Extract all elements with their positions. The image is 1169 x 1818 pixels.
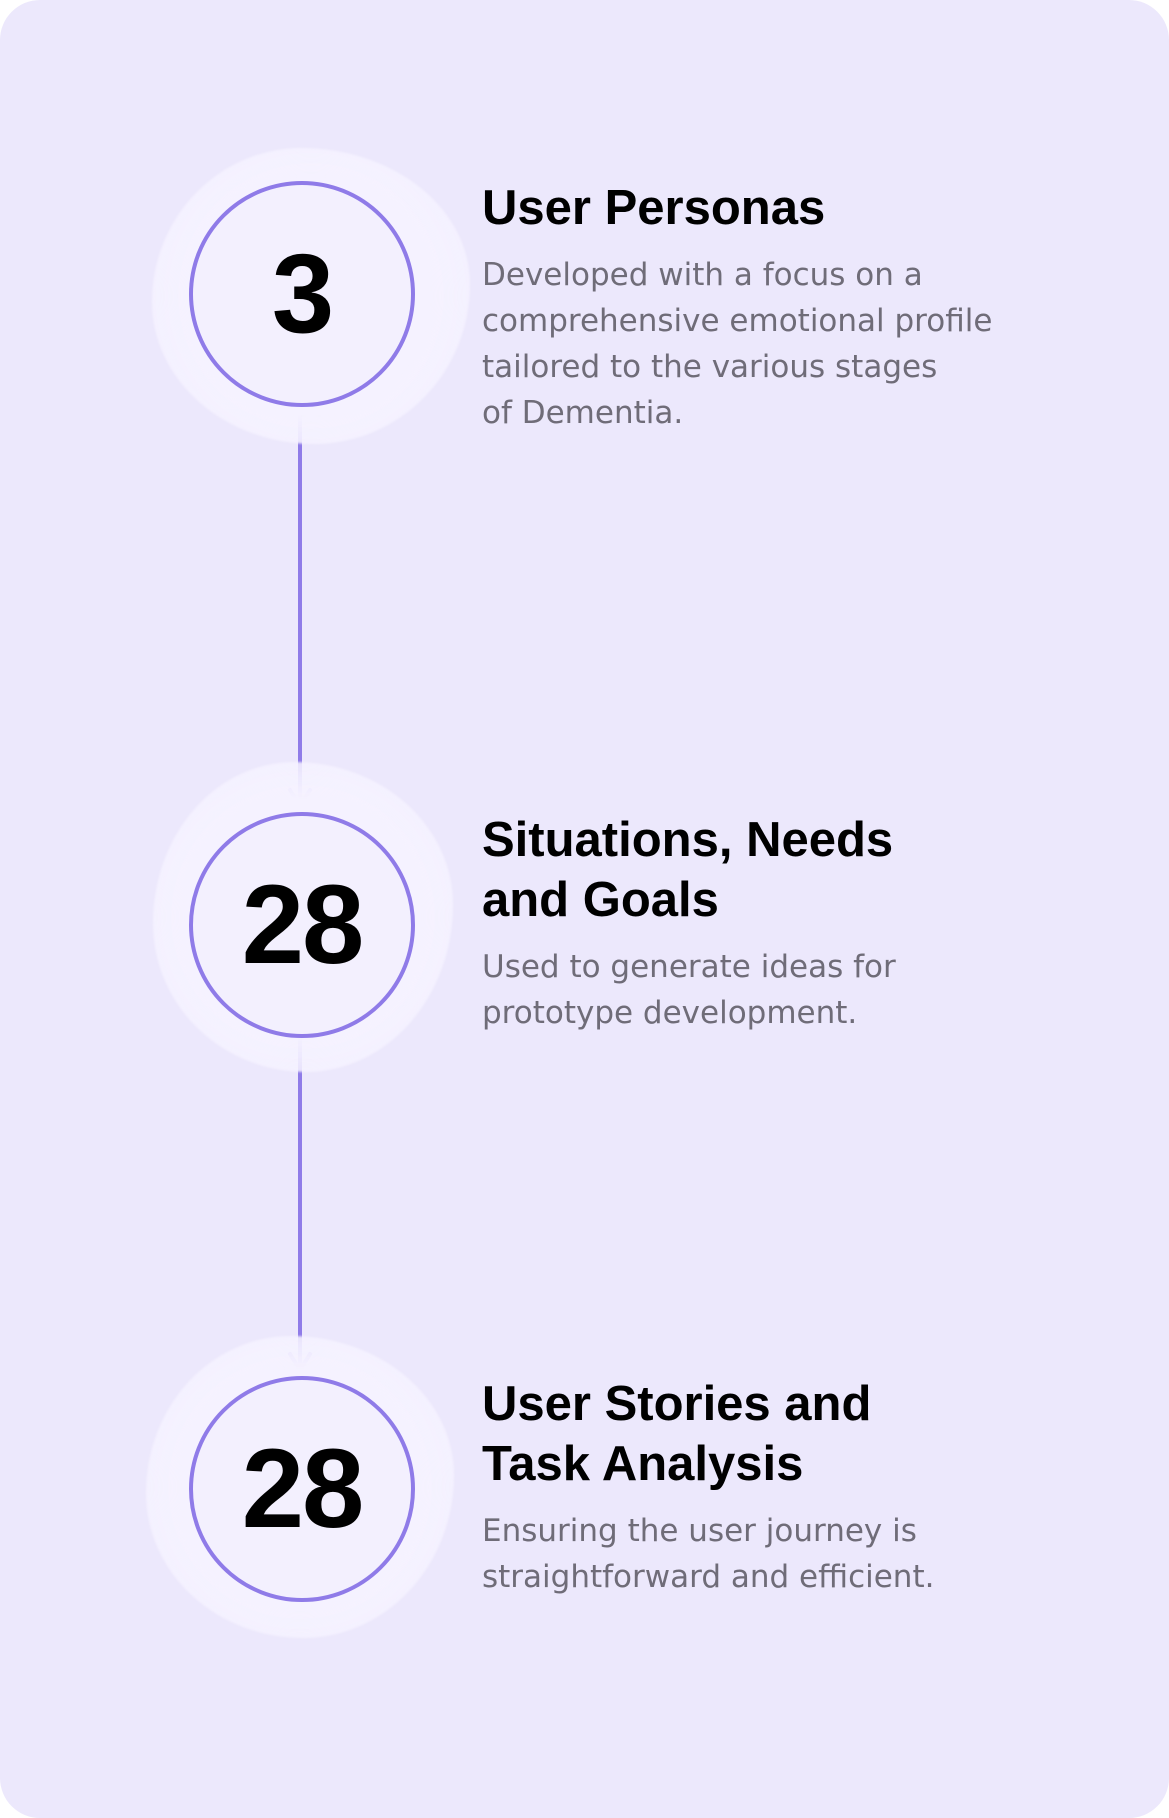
step-1-desc-line-1: Developed with a focus on a [482, 257, 923, 293]
step-3-title-line-2: Task Analysis [482, 1437, 804, 1491]
step-1-title-line-1: User Personas [482, 181, 826, 235]
step-1-description: Developed with a focus on a comprehensiv… [482, 252, 1042, 436]
step-1-circle: 3 [189, 181, 415, 407]
step-1-desc-line-3: tailored to the various stages [482, 349, 938, 385]
step-2-description: Used to generate ideas for prototype dev… [482, 944, 1042, 1036]
step-1-text: User Personas Developed with a focus on … [482, 178, 1042, 436]
step-2-number: 28 [241, 862, 365, 987]
step-2-title: Situations, Needs and Goals [482, 810, 1042, 930]
step-3-circle: 28 [189, 1376, 415, 1602]
step-1-desc-line-4: of Dementia. [482, 395, 684, 431]
step-2-circle: 28 [189, 812, 415, 1038]
step-3-number: 28 [241, 1426, 365, 1551]
step-1-title: User Personas [482, 178, 1042, 238]
step-1-number: 3 [271, 231, 334, 356]
step-3-text: User Stories and Task Analysis Ensuring … [482, 1374, 1042, 1600]
step-2-title-line-1: Situations, Needs [482, 813, 894, 867]
step-3-desc-line-2: straightforward and efficient. [482, 1559, 935, 1595]
step-2-desc-line-2: prototype development. [482, 995, 858, 1031]
step-2-text: Situations, Needs and Goals Used to gene… [482, 810, 1042, 1036]
step-1-desc-line-2: comprehensive emotional profile [482, 303, 993, 339]
step-3-title-line-1: User Stories and [482, 1377, 872, 1431]
step-3-title: User Stories and Task Analysis [482, 1374, 1042, 1494]
step-2-desc-line-1: Used to generate ideas for [482, 949, 896, 985]
step-2-title-line-2: and Goals [482, 873, 719, 927]
step-3-description: Ensuring the user journey is straightfor… [482, 1508, 1042, 1600]
step-3-desc-line-1: Ensuring the user journey is [482, 1513, 917, 1549]
